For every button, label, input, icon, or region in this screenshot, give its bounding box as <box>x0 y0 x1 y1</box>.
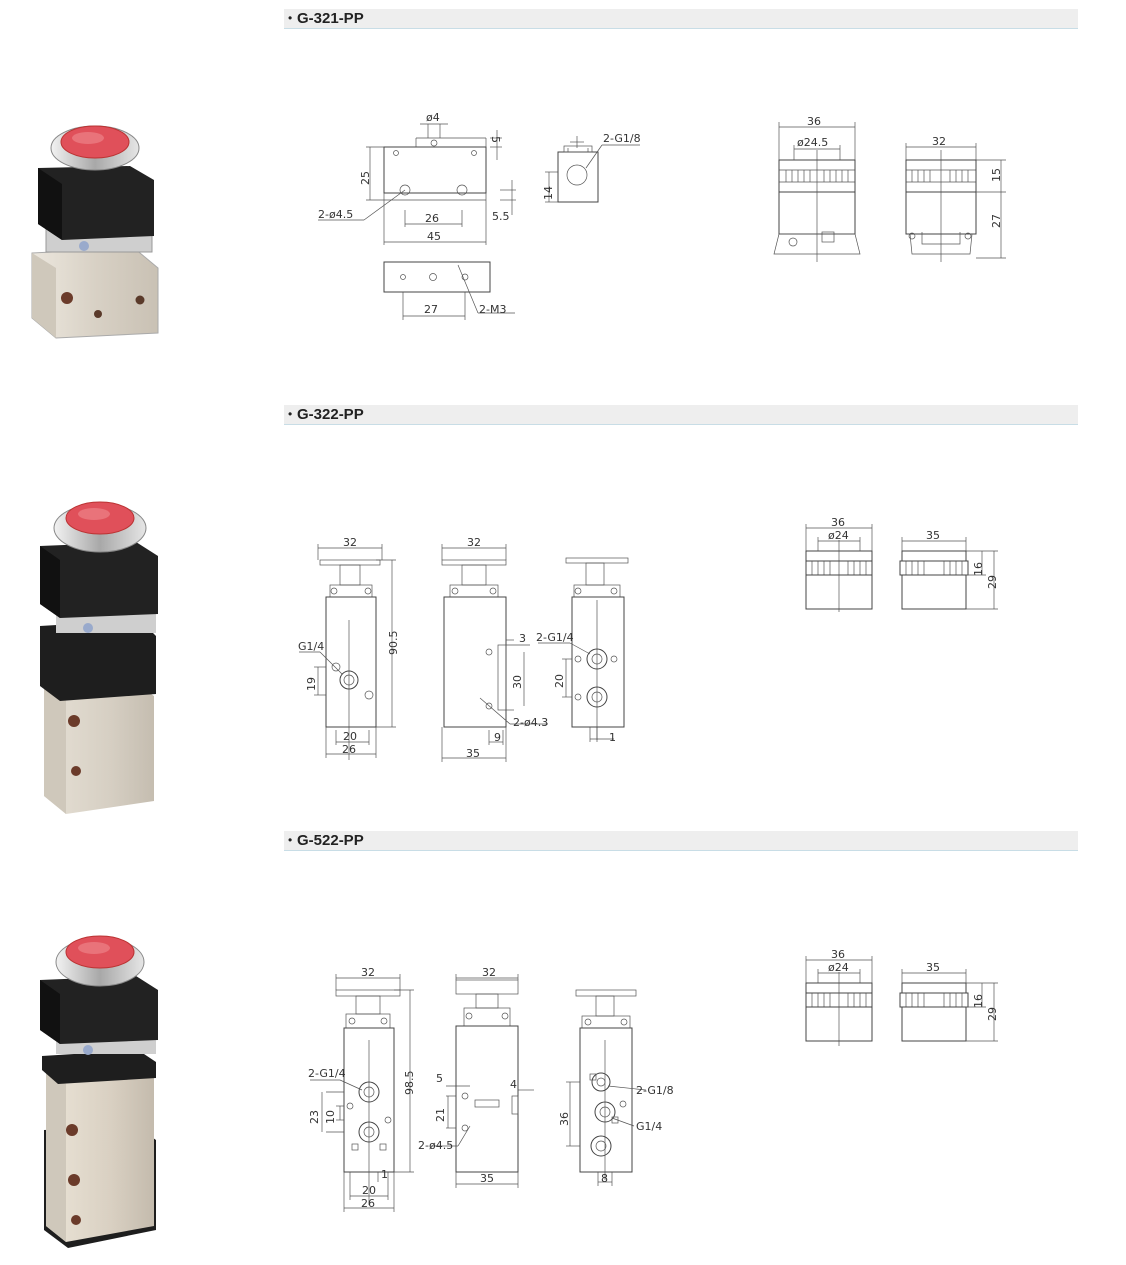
g522-top-view-left: 36 ø24 <box>805 948 873 1046</box>
dim-35: 35 <box>926 529 940 542</box>
g321-top-view-left: 36 ø24.5 <box>773 115 861 262</box>
dim-20c: 20 <box>553 674 566 688</box>
dim-27h: 27 <box>990 214 1003 228</box>
dim-20: 20 <box>343 730 357 743</box>
dim-1: 1 <box>609 731 616 744</box>
section-header-g321: • G-321-PP <box>284 9 1078 29</box>
dim-32a: 32 <box>343 536 357 549</box>
bullet-icon: • <box>288 11 293 25</box>
dim-d24-5: ø24.5 <box>797 136 828 149</box>
g522-top-view-right: 35 16 29 <box>899 961 999 1042</box>
dim-29: 29 <box>986 575 999 589</box>
dim-45: 45 <box>427 230 441 243</box>
product-photo-g522 <box>40 935 158 1248</box>
dim-36: 36 <box>831 948 845 961</box>
dim-1: 1 <box>381 1168 388 1181</box>
dim-d24: ø24 <box>828 529 849 542</box>
dim-2-g1-4: 2-G1/4 <box>308 1067 346 1080</box>
dim-98-5: 98.5 <box>403 1071 416 1096</box>
g321-front-view: ø4 5 25 2-ø4.5 26 45 5.5 <box>318 111 516 245</box>
dim-8: 8 <box>601 1172 608 1185</box>
dim-14: 14 <box>542 186 555 200</box>
dim-d24: ø24 <box>828 961 849 974</box>
g321-bottom-view: 27 2-M3 <box>383 261 515 320</box>
dim-15: 15 <box>990 168 1003 182</box>
dim-90-5: 90.5 <box>387 631 400 656</box>
dim-35: 35 <box>466 747 480 760</box>
model-title: G-322-PP <box>297 406 364 423</box>
g322-top-view-left: 36 ø24 <box>805 516 873 612</box>
dim-2-d4-3: 2-ø4.3 <box>513 716 548 729</box>
dim-3: 3 <box>519 632 526 645</box>
g321-side-view: 14 2-G1/8 <box>542 132 641 203</box>
dim-19: 19 <box>305 677 318 691</box>
dim-4: 4 <box>510 1078 517 1091</box>
model-title: G-522-PP <box>297 832 364 849</box>
dim-30: 30 <box>511 675 524 689</box>
dim-23: 23 <box>308 1110 321 1124</box>
dim-g1-4: G1/4 <box>636 1120 662 1133</box>
dim-27: 27 <box>424 303 438 316</box>
g321-top-view-right: 32 15 27 <box>905 135 1006 262</box>
dim-5: 5 <box>436 1072 443 1085</box>
dim-21: 21 <box>434 1108 447 1122</box>
dim-26: 26 <box>361 1197 375 1210</box>
dim-9: 9 <box>494 731 501 744</box>
dim-32: 32 <box>932 135 946 148</box>
g522-side-view: 32 5 4 21 2-ø4.5 35 <box>418 966 534 1188</box>
product-photo-g322 <box>40 501 158 814</box>
dim-29: 29 <box>986 1007 999 1021</box>
dim-16: 16 <box>972 562 985 576</box>
bullet-icon: • <box>288 833 293 847</box>
dim-5: 5 <box>489 136 502 143</box>
dim-25: 25 <box>359 171 372 185</box>
section-header-g522: • G-522-PP <box>284 831 1078 851</box>
dim-2-d4-5: 2-ø4.5 <box>318 208 353 221</box>
g322-top-view-right: 35 16 29 <box>899 529 999 610</box>
dim-36: 36 <box>558 1112 571 1126</box>
product-photo-g321 <box>31 125 159 339</box>
dim-26: 26 <box>425 212 439 225</box>
g322-side-view: 32 3 30 2-ø4.3 9 35 <box>441 536 548 762</box>
dim-16: 16 <box>972 994 985 1008</box>
dim-35: 35 <box>480 1172 494 1185</box>
g322-back-view: 2-G1/4 20 1 <box>536 557 629 744</box>
dim-26: 26 <box>342 743 356 756</box>
model-title: G-321-PP <box>297 10 364 27</box>
dim-2-m3: 2-M3 <box>479 303 506 316</box>
bullet-icon: • <box>288 407 293 421</box>
dim-2-d4-5: 2-ø4.5 <box>418 1139 453 1152</box>
dim-5-5: 5.5 <box>492 210 510 223</box>
dim-35: 35 <box>926 961 940 974</box>
dim-36: 36 <box>807 115 821 128</box>
dim-2-g1-8: 2-G1/8 <box>636 1084 674 1097</box>
dim-20: 20 <box>362 1184 376 1197</box>
dim-32b: 32 <box>467 536 481 549</box>
dim-32b: 32 <box>482 966 496 979</box>
dim-2-g1-8: 2-G1/8 <box>603 132 641 145</box>
dim-10: 10 <box>324 1110 337 1124</box>
section-header-g322: • G-322-PP <box>284 405 1078 425</box>
g522-back-view: 2-G1/8 36 G1/4 8 <box>558 989 674 1186</box>
g522-front-view: 32 2-G1/4 23 10 98.5 1 20 26 <box>308 966 416 1212</box>
dim-d4: ø4 <box>426 111 440 124</box>
dim-2-g1-4: 2-G1/4 <box>536 631 574 644</box>
dim-g1-4: G1/4 <box>298 640 324 653</box>
dim-36: 36 <box>831 516 845 529</box>
g322-front-view: 32 G1/4 19 20 26 90.5 <box>298 536 400 760</box>
dim-32a: 32 <box>361 966 375 979</box>
